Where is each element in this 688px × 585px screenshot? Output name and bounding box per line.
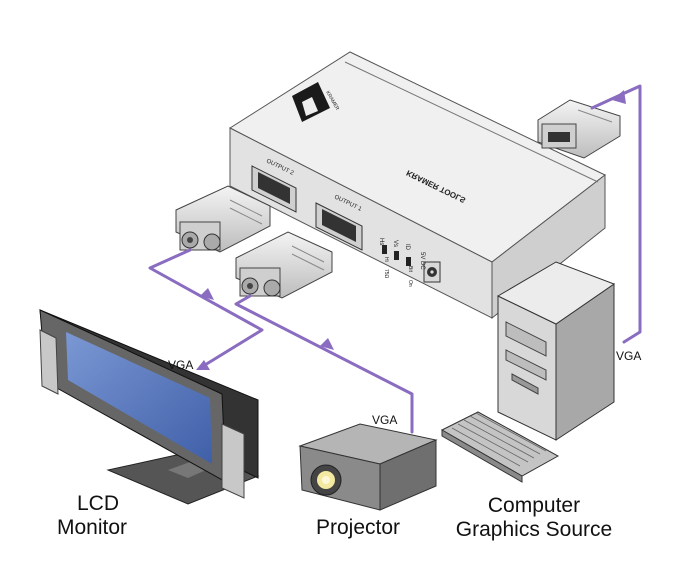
lcd-label-line2: Monitor (56, 516, 128, 539)
on-label: On (407, 280, 413, 287)
cable-to-monitor (148, 248, 264, 370)
computer-tower (496, 261, 616, 441)
output-1-port (315, 202, 363, 251)
kramer-device: KRAMER KRAMER TOOLS OUTPUT 2 OUTPUT 1 Hs… (228, 51, 606, 320)
bit-label: Bit (407, 266, 413, 272)
tower-top (496, 261, 616, 325)
vs-label: Vs (392, 240, 398, 247)
projector-label: Projector (316, 516, 401, 539)
lcd-monitor (39, 309, 260, 505)
monitor-vga-label: VGA (168, 358, 194, 372)
vga-connector-monitor (175, 185, 271, 253)
lcd-monitor-label: LCD Monitor (57, 492, 128, 540)
projector-vga-label: VGA (372, 413, 398, 427)
power-label: 5V DC (419, 252, 425, 270)
kramer-logo (292, 82, 330, 122)
drive-bay-1 (505, 321, 547, 357)
arrow-monitor-end (196, 360, 210, 370)
hs-label: Hs (378, 238, 384, 245)
computer-label: Computer Graphics Source (444, 494, 624, 542)
computer-label-line1: Computer (487, 494, 581, 517)
vga-connector-input (537, 99, 621, 159)
arrow-input-end (612, 90, 626, 104)
projector (298, 423, 438, 511)
ohm-label: 75Ω (383, 269, 389, 279)
keyboard (440, 411, 560, 483)
dip-switches (382, 245, 411, 266)
source-vga-label: VGA (616, 349, 642, 363)
computer-label-line2: Graphics Source (455, 518, 613, 541)
drive-bay-3 (511, 373, 539, 395)
device-side-face (491, 173, 606, 320)
vga-connector-projector (235, 231, 333, 299)
id-label: ID (404, 244, 410, 251)
arrow-projector-mid (320, 338, 334, 350)
monitor-speaker (221, 423, 245, 499)
monitor-screen (66, 332, 212, 464)
arrow-monitor-mid (200, 288, 214, 300)
hi-label: Hi (383, 257, 389, 262)
lcd-label-line1: LCD (76, 492, 119, 515)
power-jack (423, 261, 441, 283)
cable-arrows (196, 90, 626, 370)
projector-side (379, 439, 437, 511)
keyboard-keys (451, 412, 547, 467)
output-2-port (251, 165, 297, 213)
drive-bay-2 (505, 349, 547, 381)
cable-to-projector (234, 294, 414, 434)
